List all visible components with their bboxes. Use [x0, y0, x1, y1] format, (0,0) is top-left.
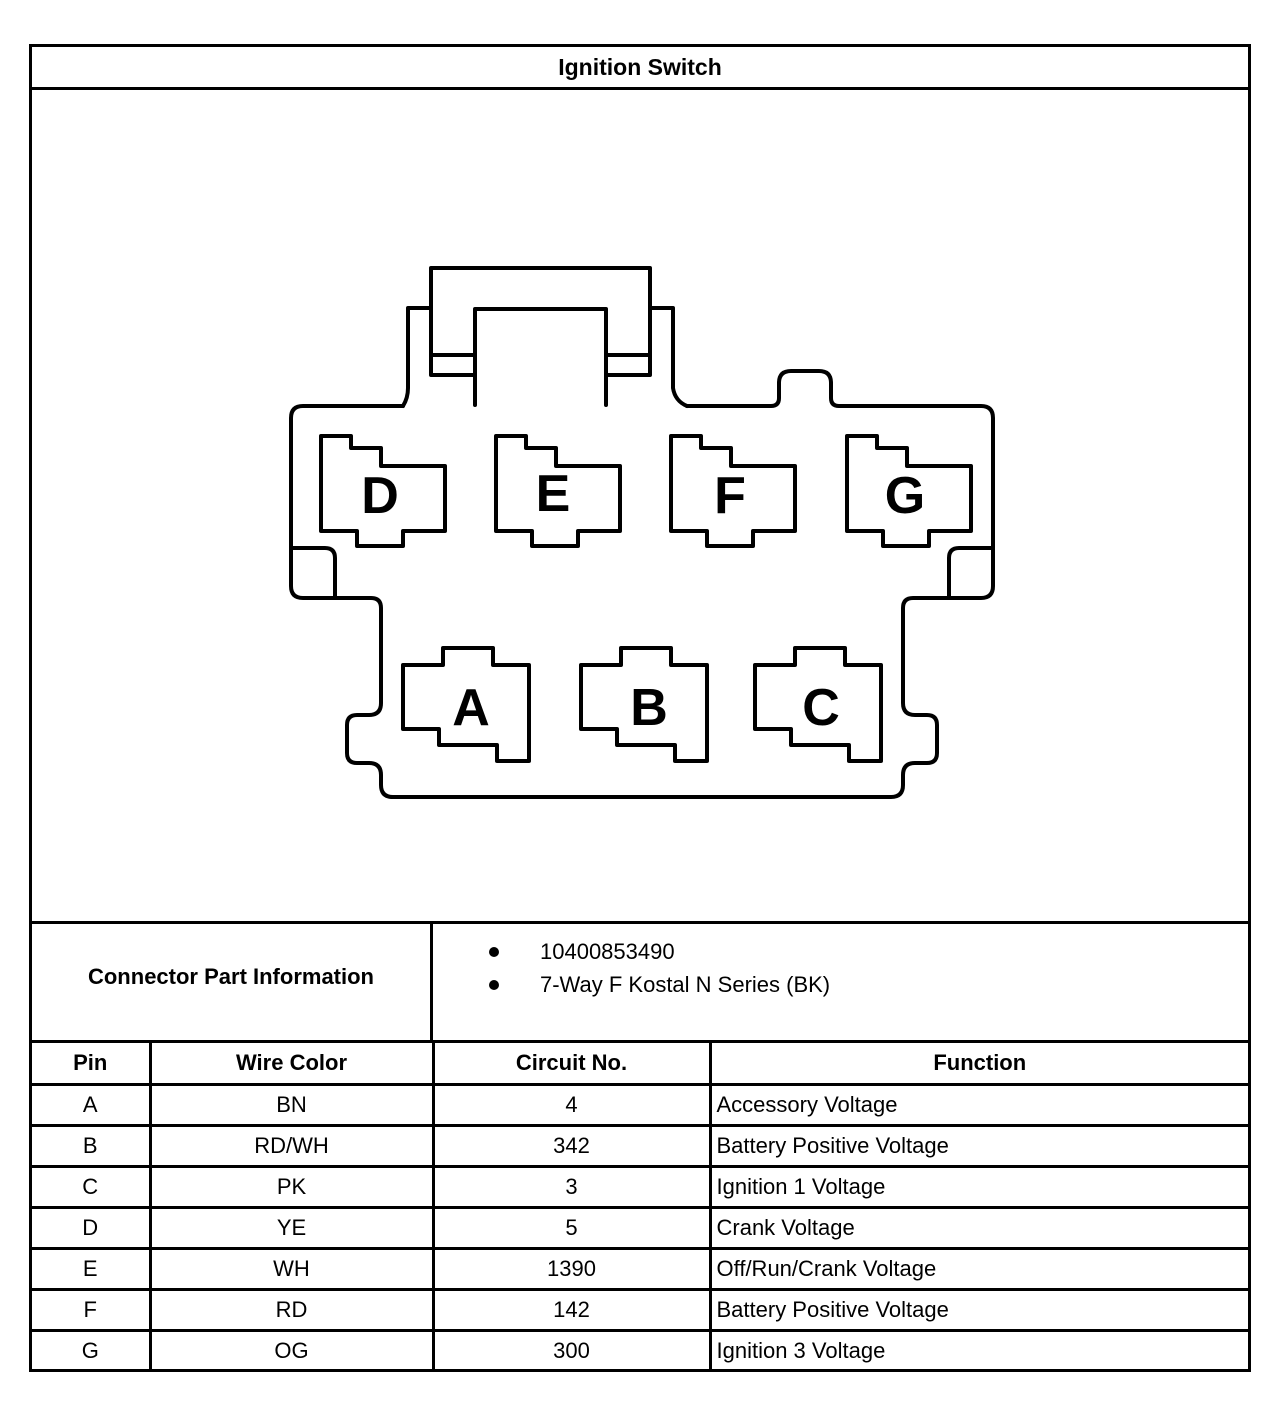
connector-info-item: 7-Way F Kostal N Series (BK)	[433, 968, 1248, 1001]
table-row: A BN 4 Accessory Voltage	[32, 1084, 1248, 1127]
cavity-d-outline	[319, 434, 447, 548]
connector-info-item: 10400853490	[433, 935, 1248, 968]
table-row: C PK 3 Ignition 1 Voltage	[32, 1166, 1248, 1209]
pin-label-e: E	[536, 465, 571, 523]
pin-label-c: C	[802, 679, 840, 737]
pin-cell: D	[32, 1207, 150, 1250]
wire-color-cell: BN	[148, 1084, 433, 1127]
function-cell: Crank Voltage	[708, 1207, 1248, 1250]
pin-label-d: D	[361, 467, 399, 525]
wire-color-cell: RD/WH	[148, 1125, 433, 1168]
circuit-cell: 1390	[431, 1248, 710, 1291]
connector-description: 7-Way F Kostal N Series (BK)	[540, 971, 831, 997]
wire-color-cell: RD	[148, 1289, 433, 1332]
wire-color-cell: YE	[148, 1207, 433, 1250]
cavity-g-outline	[845, 434, 973, 548]
pinout-header-row: Pin Wire Color Circuit No. Function	[32, 1043, 1248, 1086]
function-cell: Accessory Voltage	[708, 1084, 1248, 1127]
connector-diagram-area: D E F G A B C	[32, 90, 1248, 924]
pin-cell: B	[32, 1125, 150, 1168]
header-wire-color: Wire Color	[148, 1043, 433, 1086]
cavity-f-outline	[669, 434, 797, 548]
table-row: G OG 300 Ignition 3 Voltage	[32, 1330, 1248, 1371]
bullet-icon	[489, 946, 499, 957]
connector-info-list: 10400853490 7-Way F Kostal N Series (BK)	[433, 924, 1248, 1040]
table-row: B RD/WH 342 Battery Positive Voltage	[32, 1125, 1248, 1168]
table-row: F RD 142 Battery Positive Voltage	[32, 1289, 1248, 1332]
wire-color-cell: PK	[148, 1166, 433, 1209]
pin-label-b: B	[630, 679, 668, 737]
wire-color-cell: OG	[148, 1330, 433, 1371]
circuit-cell: 342	[431, 1125, 710, 1168]
pin-cell: A	[32, 1084, 150, 1127]
header-pin: Pin	[32, 1043, 150, 1086]
header-circuit-no: Circuit No.	[431, 1043, 710, 1086]
connector-part-number: 10400853490	[540, 938, 675, 964]
connector-info-label: Connector Part Information	[32, 924, 433, 1040]
cavity-e-outline	[494, 434, 622, 548]
circuit-cell: 142	[431, 1289, 710, 1332]
connector-part-information: Connector Part Information 10400853490 7…	[32, 924, 1248, 1043]
wire-color-cell: WH	[148, 1248, 433, 1291]
connector-document: Ignition Switch	[29, 44, 1251, 1372]
header-function: Function	[708, 1043, 1248, 1086]
function-cell: Ignition 1 Voltage	[708, 1166, 1248, 1209]
corner-block-left	[289, 546, 337, 600]
bullet-icon	[489, 979, 499, 990]
latch-outline	[401, 266, 689, 408]
pin-cell: E	[32, 1248, 150, 1291]
circuit-cell: 5	[431, 1207, 710, 1250]
function-cell: Battery Positive Voltage	[708, 1125, 1248, 1168]
cavity-c-outline	[753, 646, 883, 763]
pin-cell: G	[81, 1338, 99, 1364]
pinout-table: Pin Wire Color Circuit No. Function A BN…	[32, 1043, 1248, 1371]
corner-block-right	[947, 546, 995, 600]
pin-label-f: F	[714, 467, 746, 525]
circuit-cell: 3	[431, 1166, 710, 1209]
cavity-a-outline	[401, 646, 531, 763]
table-row: D YE 5 Crank Voltage	[32, 1207, 1248, 1250]
pin-cell: F	[32, 1289, 150, 1332]
function-cell: Ignition 3 Voltage	[708, 1330, 1248, 1371]
function-cell: Battery Positive Voltage	[708, 1289, 1248, 1332]
pin-label-a: A	[452, 679, 490, 737]
table-row: E WH 1390 Off/Run/Crank Voltage	[32, 1248, 1248, 1291]
pin-cell: C	[32, 1166, 150, 1209]
circuit-cell: 300	[431, 1330, 710, 1371]
connector-body-outline	[289, 369, 995, 799]
document-title: Ignition Switch	[32, 47, 1248, 90]
pin-label-g: G	[885, 467, 925, 525]
function-cell: Off/Run/Crank Voltage	[708, 1248, 1248, 1291]
circuit-cell: 4	[431, 1084, 710, 1127]
connector-face-diagram: D E F G A B C	[289, 266, 995, 799]
cavity-b-outline	[579, 646, 709, 763]
